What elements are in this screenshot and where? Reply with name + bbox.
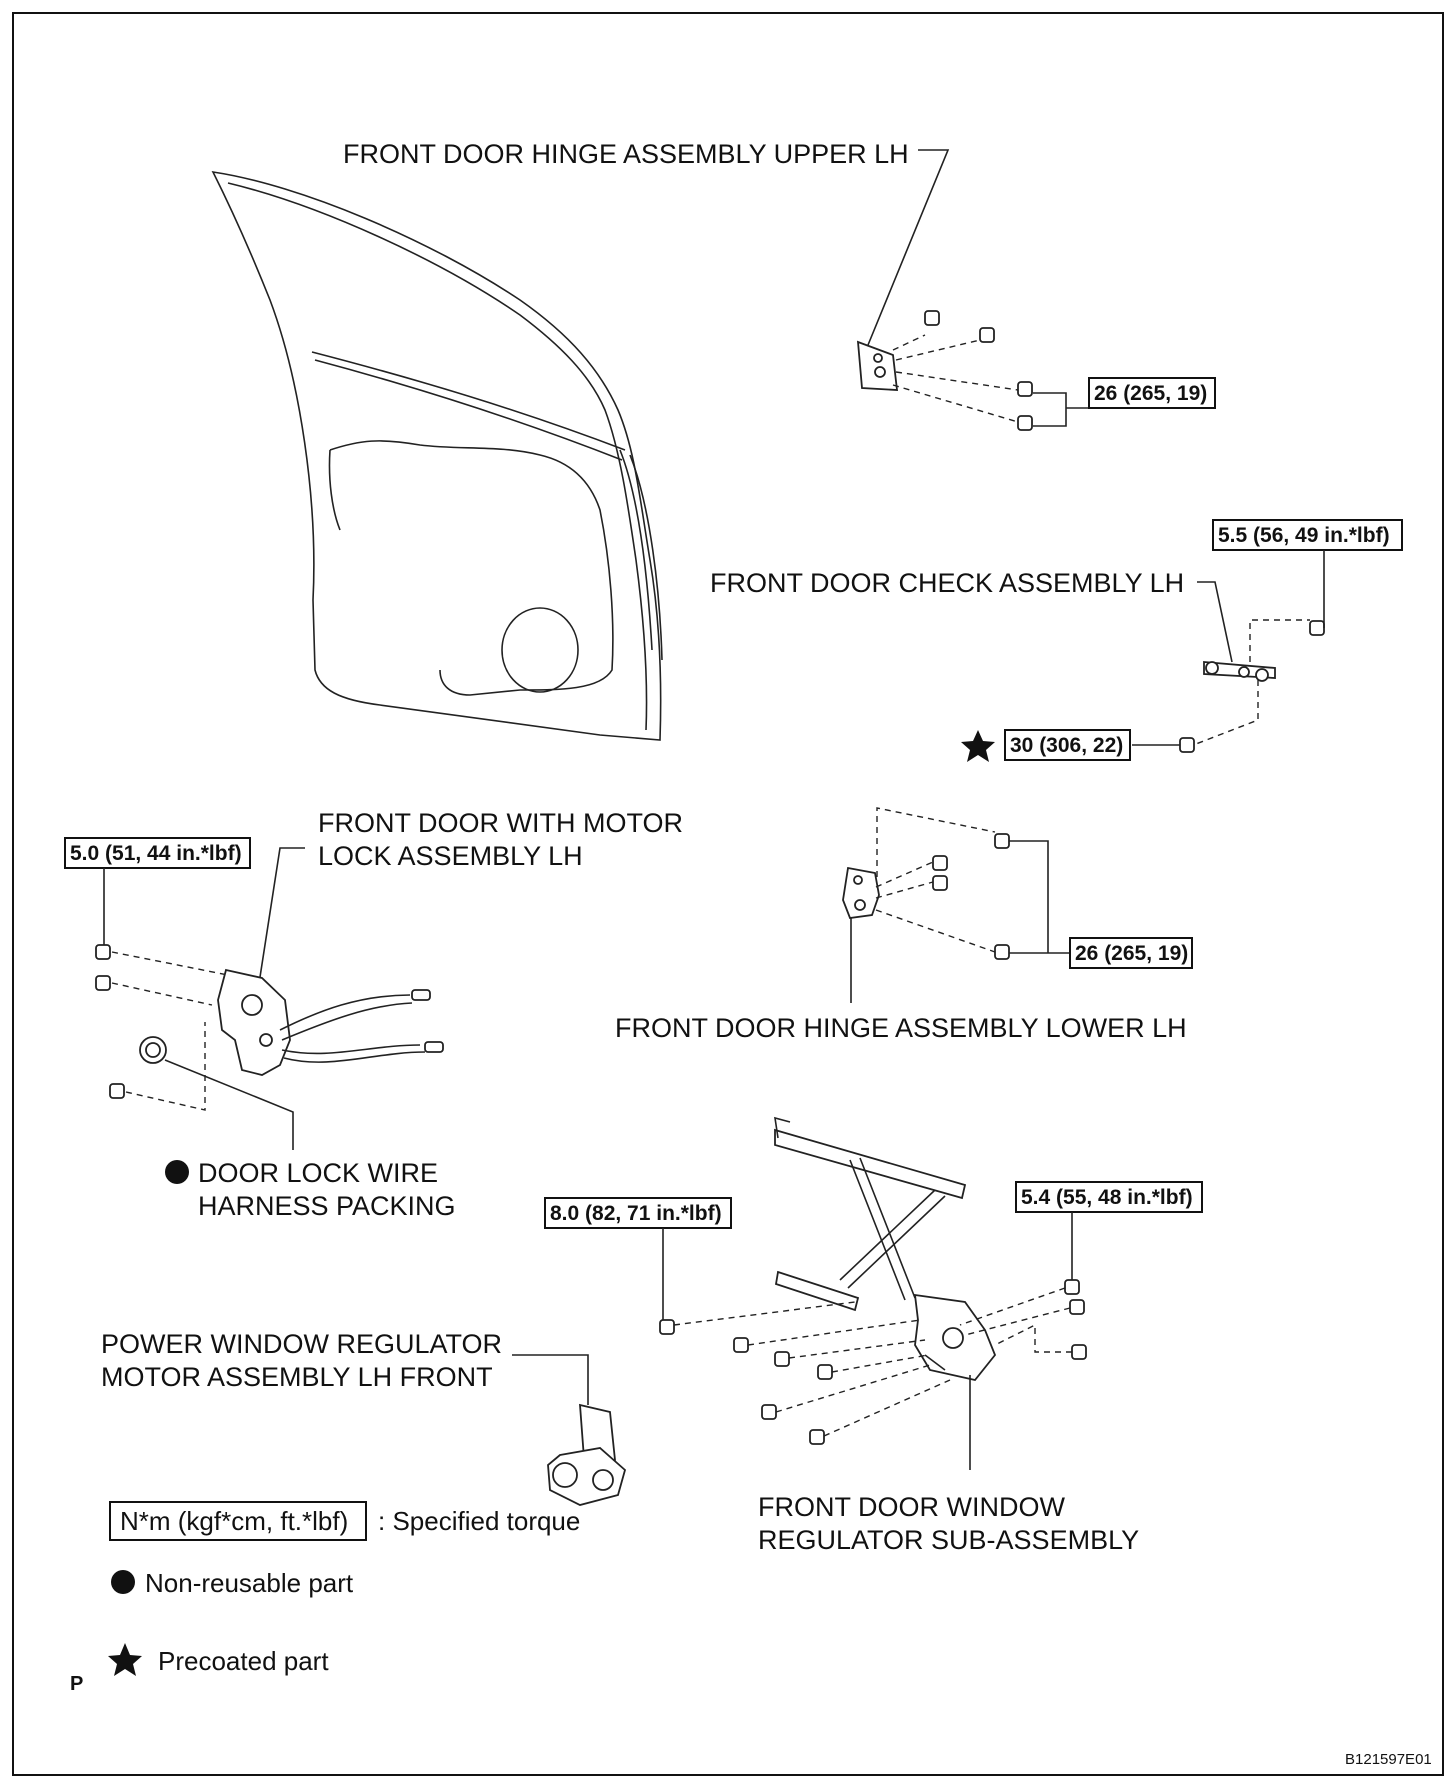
- torque-box-hinge-upper: [1088, 377, 1216, 409]
- hinge-lower-part: [842, 866, 880, 919]
- torque-lock: 5.0 (51, 44 in.*lbf): [70, 842, 242, 865]
- legend-nonreusable: Non-reusable part: [145, 1568, 354, 1598]
- torque-check-upper: 5.5 (56, 49 in.*lbf): [1218, 524, 1390, 547]
- torque-box-check-upper: [1212, 519, 1403, 551]
- torque-hinge-lower: 26 (265, 19): [1075, 942, 1188, 965]
- leader-motor: [512, 1354, 589, 1405]
- leader-hinge-upper: [867, 149, 950, 346]
- label-lock-line1: FRONT DOOR WITH MOTOR: [318, 808, 683, 838]
- torque-regulator-left: 8.0 (82, 71 in.*lbf): [550, 1202, 722, 1225]
- label-check-assembly: FRONT DOOR CHECK ASSEMBLY LH: [710, 568, 1184, 598]
- leader-packing: [164, 1059, 294, 1150]
- torque-box-hinge-lower: [1069, 937, 1193, 969]
- legend-torque-box: [109, 1501, 367, 1541]
- torque-box-regulator-right: [1015, 1181, 1203, 1213]
- leader-check-assembly: [1197, 581, 1233, 663]
- legend-nonreusable-dot-icon: [111, 1570, 135, 1594]
- regulator-bolts: [659, 1279, 1087, 1445]
- nonreusable-dot-icon: [165, 1160, 189, 1184]
- label-packing-line2: HARNESS PACKING: [198, 1191, 456, 1221]
- diagram-frame: [12, 12, 1444, 1776]
- torque-box-lock: [64, 837, 251, 869]
- lock-bolts: [95, 944, 125, 1099]
- lock-assembly-part: [217, 968, 444, 1076]
- check-lower-bolt: [1179, 737, 1195, 753]
- hinge-upper-part: [856, 340, 899, 391]
- p-mark: P: [70, 1673, 83, 1695]
- hinge-lower-bolts: [932, 833, 1010, 960]
- label-regulator-line1: FRONT DOOR WINDOW: [758, 1492, 1065, 1522]
- legend-precoated: Precoated part: [158, 1646, 329, 1676]
- legend-precoated-star-icon: [108, 1643, 142, 1676]
- door-panel-drawing: [211, 170, 663, 741]
- legend-torque-unit: N*m (kgf*cm, ft.*lbf): [120, 1506, 348, 1536]
- torque-hinge-upper: 26 (265, 19): [1094, 382, 1207, 405]
- leader-lock: [257, 847, 305, 991]
- label-regulator-line2: REGULATOR SUB-ASSEMBLY: [758, 1525, 1139, 1555]
- torque-box-check-lower: [1004, 729, 1131, 761]
- motor-part: [547, 1403, 627, 1506]
- label-hinge-lower: FRONT DOOR HINGE ASSEMBLY LOWER LH: [615, 1013, 1187, 1043]
- label-hinge-upper: FRONT DOOR HINGE ASSEMBLY UPPER LH: [343, 139, 909, 169]
- torque-check-lower: 30 (306, 22): [1010, 734, 1123, 757]
- check-upper-bolt: [1309, 620, 1325, 636]
- figure-code: B121597E01: [1345, 1751, 1432, 1768]
- label-packing-line1: DOOR LOCK WIRE: [198, 1158, 438, 1188]
- regulator-part: [774, 1116, 997, 1382]
- torque-box-regulator-left: [544, 1197, 732, 1229]
- torque-regulator-right: 5.4 (55, 48 in.*lbf): [1021, 1186, 1193, 1209]
- legend-torque-desc: : Specified torque: [378, 1506, 580, 1536]
- check-assembly-part: [1203, 661, 1276, 682]
- label-motor-line1: POWER WINDOW REGULATOR: [101, 1329, 502, 1359]
- label-motor-line2: MOTOR ASSEMBLY LH FRONT: [101, 1362, 493, 1392]
- label-lock-line2: LOCK ASSEMBLY LH: [318, 841, 583, 871]
- precoated-star-icon: [961, 730, 995, 762]
- hinge-upper-bolts: [924, 310, 1033, 431]
